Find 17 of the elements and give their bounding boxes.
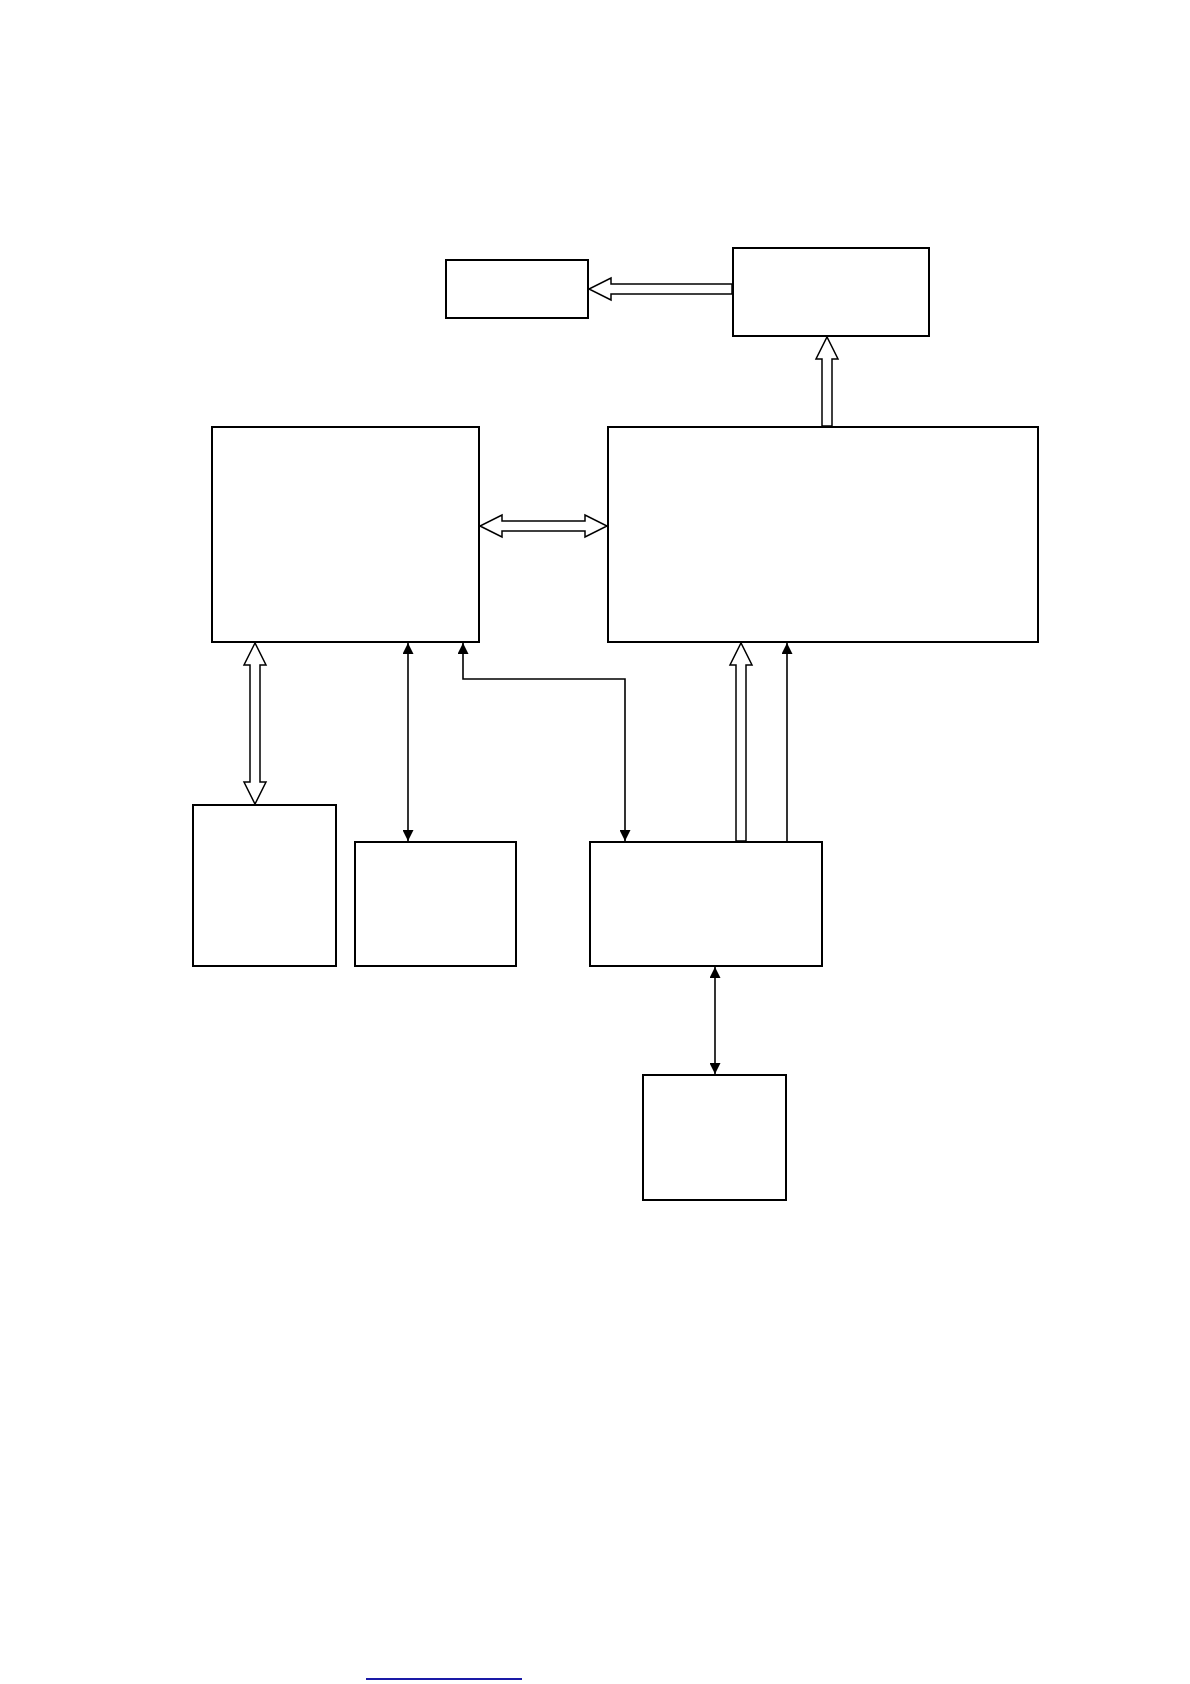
- block-arrow: [587, 276, 733, 302]
- arrow: [402, 642, 414, 842]
- block-box: [354, 841, 517, 967]
- block-box: [445, 259, 589, 319]
- block-box: [732, 247, 930, 337]
- block-arrow: [242, 641, 268, 806]
- block-box: [607, 426, 1039, 643]
- arrow: [457, 642, 631, 842]
- block-box: [642, 1074, 787, 1201]
- arrow: [781, 642, 793, 842]
- block-box: [211, 426, 480, 643]
- block-arrow: [728, 641, 754, 842]
- block-box: [589, 841, 823, 967]
- block-arrow: [814, 335, 840, 427]
- block-arrow: [478, 513, 609, 539]
- arrow: [709, 966, 721, 1075]
- block-box: [192, 804, 337, 967]
